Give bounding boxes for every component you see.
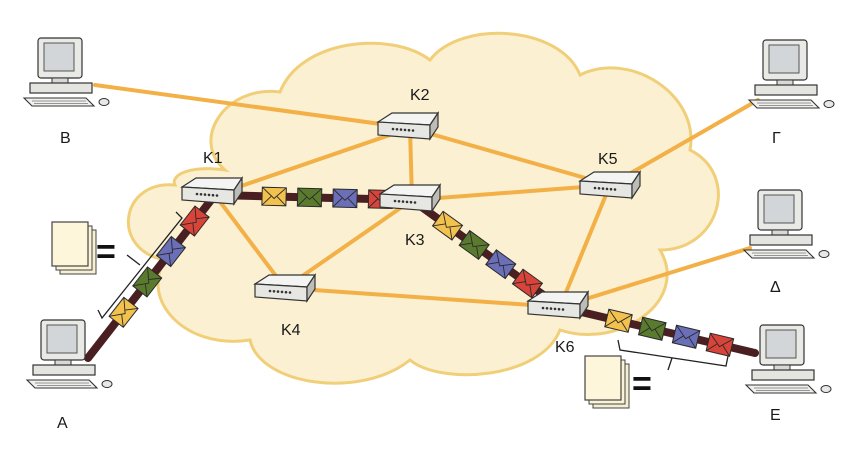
- envelope-packet: [132, 266, 163, 298]
- computer-label-a: A: [57, 415, 68, 432]
- envelope-packet: [511, 268, 544, 299]
- envelope-packet: [671, 324, 701, 349]
- router-k5[interactable]: K5: [579, 151, 641, 199]
- router-k3[interactable]: K3: [379, 184, 441, 249]
- envelope-packet: [431, 210, 464, 241]
- router-label-k2: K2: [410, 87, 430, 104]
- envelope-packet: [637, 316, 667, 341]
- message-packets: [108, 186, 735, 357]
- link-k5-g: [608, 98, 760, 187]
- router-label-k4: K4: [281, 322, 301, 339]
- envelope-packet: [458, 229, 490, 260]
- computer-label-b: B: [60, 130, 71, 147]
- envelope-packet: [261, 186, 287, 207]
- link-k3-k5: [410, 183, 612, 202]
- message-doc-right: =: [584, 355, 652, 409]
- equals-sign-right: =: [632, 365, 652, 403]
- envelope-packet: [332, 188, 358, 209]
- router-label-k6: K6: [555, 339, 575, 356]
- link-b-k2: [93, 83, 412, 130]
- envelope-packet: [155, 235, 187, 268]
- router-label-k3: K3: [405, 232, 425, 249]
- computer-b[interactable]: B: [23, 37, 110, 147]
- computer-label-e: E: [770, 407, 781, 424]
- link-k6-d: [558, 246, 752, 309]
- packet-bracket-right: [617, 339, 729, 371]
- router-k2[interactable]: K2: [377, 87, 439, 140]
- link-k5-k6: [558, 183, 612, 309]
- router-k4[interactable]: K4: [254, 274, 316, 339]
- computer-label-gamma: Γ: [772, 130, 781, 147]
- envelope-packet: [179, 205, 210, 237]
- equals-sign-left: =: [96, 233, 116, 271]
- router-k1[interactable]: K1: [181, 150, 243, 205]
- envelope-packet: [485, 249, 517, 280]
- link-k4-k6: [283, 286, 562, 309]
- link-k4-k3: [283, 198, 414, 290]
- link-k2-k5: [408, 126, 612, 187]
- envelope-packet: [108, 296, 139, 329]
- computer-a[interactable]: A: [26, 319, 113, 432]
- packet-bracket-left: [97, 211, 183, 320]
- router-label-k1: K1: [203, 150, 223, 167]
- envelope-packet: [604, 308, 633, 333]
- envelope-packet: [705, 332, 735, 357]
- link-k1-k4: [213, 193, 287, 290]
- router-label-k5: K5: [598, 151, 618, 168]
- envelope-packet: [296, 187, 323, 208]
- computer-delta[interactable]: Δ: [743, 189, 830, 296]
- computer-e[interactable]: E: [745, 324, 832, 424]
- router-k6[interactable]: K6: [527, 291, 589, 356]
- message-doc-left: =: [51, 221, 116, 275]
- network-links: [93, 83, 760, 309]
- link-k1-k2: [213, 126, 412, 197]
- computer-label-delta: Δ: [770, 279, 781, 296]
- computer-gamma[interactable]: Γ: [748, 39, 835, 147]
